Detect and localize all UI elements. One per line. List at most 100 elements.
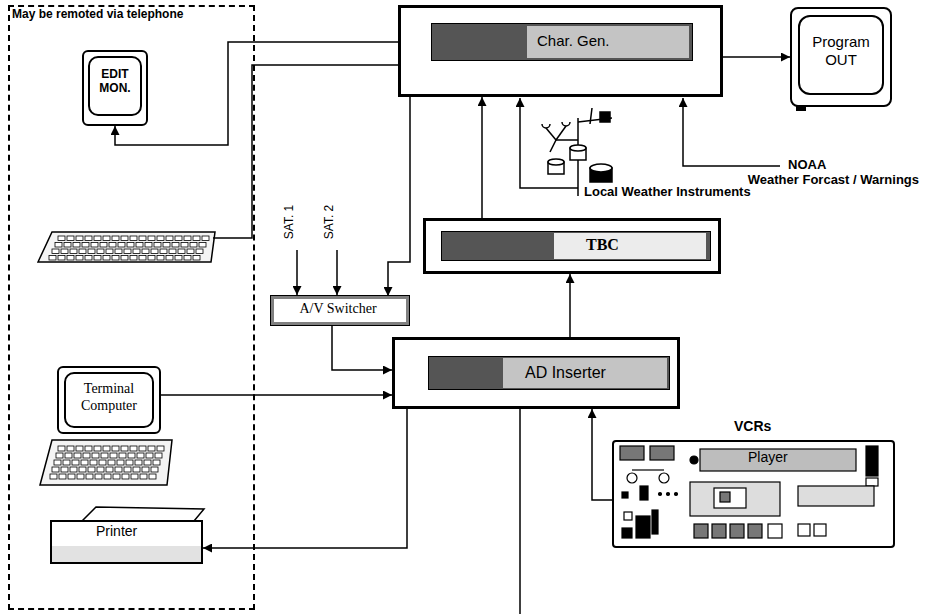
key [64, 243, 71, 248]
signal-connector [592, 409, 612, 500]
key [184, 256, 191, 261]
keyboard-keys [50, 446, 164, 479]
label-holder: NOAA [788, 157, 826, 172]
vcr-panel-part [748, 524, 762, 538]
key [67, 256, 74, 261]
key [76, 446, 83, 451]
key [88, 249, 95, 254]
printer-paper-part [82, 507, 204, 521]
process-box: Char. Gen. [398, 5, 723, 97]
key [160, 249, 167, 254]
key [178, 249, 185, 254]
key [81, 460, 88, 465]
keyboard-part [38, 232, 215, 262]
vcr-panel-part [798, 486, 874, 506]
node-label: VCRs [734, 418, 771, 435]
key [145, 243, 152, 248]
key [139, 256, 146, 261]
key [63, 460, 70, 465]
node-label: AD Inserter [525, 363, 606, 382]
vcr-panel-part [690, 482, 780, 516]
vcr-panel-part [667, 493, 670, 496]
vcr-panel-part [636, 516, 650, 538]
key [52, 249, 59, 254]
key [133, 249, 140, 254]
vcr-panel-part [620, 446, 644, 460]
key [49, 256, 56, 261]
terminal-monitor: Terminal Computer [57, 366, 161, 434]
node-label: May be remoted via telephone [12, 7, 183, 21]
key [92, 453, 99, 458]
key [117, 460, 124, 465]
key [144, 460, 151, 465]
key [70, 249, 77, 254]
panel-decoration [554, 233, 706, 259]
key [59, 474, 66, 479]
key [79, 467, 86, 472]
key [55, 243, 62, 248]
key [58, 446, 65, 451]
key [94, 446, 101, 451]
key [146, 453, 153, 458]
key [190, 243, 197, 248]
edit-monitor: EDIT MON. [82, 50, 148, 126]
vcr-panel-part [712, 524, 726, 538]
key [85, 446, 92, 451]
key [199, 243, 206, 248]
keyboard-wire [213, 65, 398, 238]
signal-connector [115, 42, 398, 145]
key [118, 243, 125, 248]
key [115, 249, 122, 254]
weather-instruments-part [542, 124, 550, 128]
key [58, 256, 65, 261]
node-label: A/V Switcher [274, 301, 402, 318]
key [128, 453, 135, 458]
key [193, 256, 200, 261]
printer-paper [82, 507, 204, 521]
vcr-panel-part [659, 493, 662, 496]
key [50, 474, 57, 479]
key [127, 243, 134, 248]
vcr-panel-part [866, 446, 878, 476]
key [130, 236, 137, 241]
feed-label: SAT. 2 [322, 205, 336, 239]
note-label: NOAA [788, 157, 826, 172]
key [61, 467, 68, 472]
key [112, 256, 119, 261]
key [54, 460, 61, 465]
key [88, 467, 95, 472]
key [100, 243, 107, 248]
key [139, 446, 146, 451]
key [94, 256, 101, 261]
key [202, 236, 209, 241]
vcr-panel-part [622, 492, 628, 498]
key [121, 236, 128, 241]
key [76, 236, 83, 241]
output-wire [519, 409, 521, 614]
vcr-panel-part [694, 524, 708, 538]
vcr-panel-part [866, 478, 878, 486]
satellite-feeds [297, 250, 337, 295]
key [184, 236, 191, 241]
vcr-panel-part [814, 524, 826, 536]
signal-connector [203, 409, 407, 548]
remote-region: May be remoted via telephoneEDIT MON. Ter… [8, 5, 255, 610]
key [187, 249, 194, 254]
vcr-panel [620, 446, 878, 538]
vcr-panel-part [700, 449, 856, 471]
signal-connector [723, 56, 790, 58]
node-label: Program OUT [806, 33, 876, 69]
key [103, 256, 110, 261]
key [119, 453, 126, 458]
key [94, 236, 101, 241]
key [77, 474, 84, 479]
key [122, 474, 129, 479]
key [67, 446, 74, 451]
key [121, 256, 128, 261]
weather-feed [520, 98, 578, 188]
key [101, 453, 108, 458]
vcr-panel-part [768, 524, 782, 538]
vcr-panel-part [720, 492, 730, 502]
key [137, 453, 144, 458]
